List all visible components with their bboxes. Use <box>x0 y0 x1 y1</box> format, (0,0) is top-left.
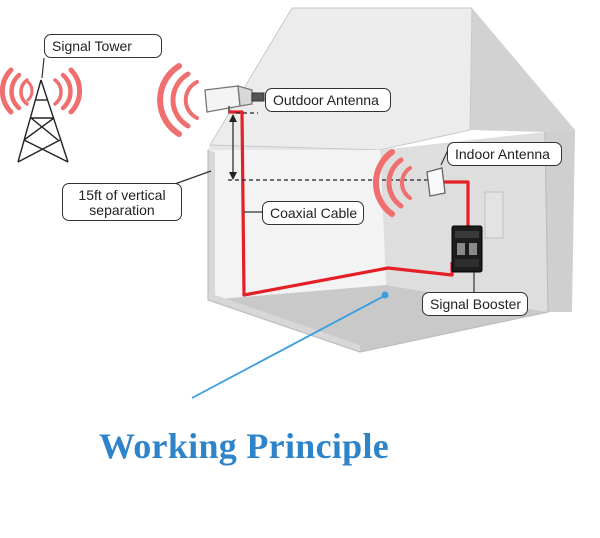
signal-booster-label: Signal Booster <box>422 292 528 316</box>
signal-tower-label: Signal Tower <box>44 34 162 58</box>
outer-right-wall <box>545 130 575 312</box>
roof-top-plane <box>209 7 473 151</box>
window <box>484 191 504 239</box>
outdoor-antenna-label: Outdoor Antenna <box>265 88 391 112</box>
coaxial-cable-label: Coaxial Cable <box>262 201 364 225</box>
indoor-antenna-label: Indoor Antenna <box>447 142 562 166</box>
signal-tower-icon <box>17 79 69 163</box>
signal-booster-icon <box>451 225 483 273</box>
outdoor-antenna-icon <box>204 85 265 113</box>
roof-right-face <box>470 8 575 132</box>
vertical-separation-label: 15ft of vertical separation <box>62 183 182 221</box>
interior-right-wall <box>380 132 548 312</box>
interior-left-wall <box>208 150 386 300</box>
coaxial-cable <box>228 110 454 297</box>
indoor-antenna-waves <box>373 149 412 217</box>
indoor-cable <box>442 180 470 232</box>
indoor-antenna-icon <box>426 167 446 197</box>
page-title: Working Principle <box>98 426 390 466</box>
pointer-line <box>191 295 385 399</box>
outdoor-antenna-waves <box>157 63 199 137</box>
pointer-dot <box>381 291 389 299</box>
tower-signal-waves <box>0 67 83 115</box>
